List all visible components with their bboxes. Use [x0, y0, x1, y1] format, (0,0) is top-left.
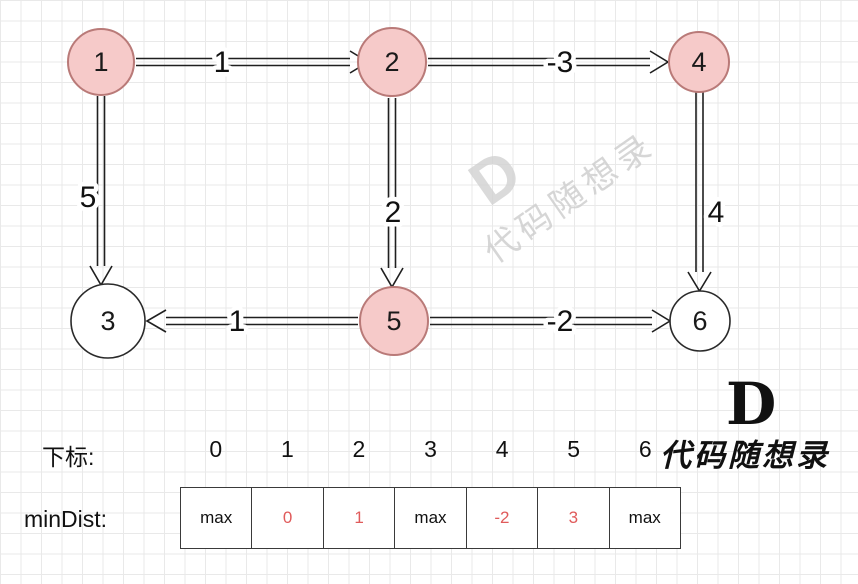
edge-1-2-weight: 1 — [214, 46, 231, 79]
node-2-label: 2 — [384, 47, 399, 77]
index-row-label: 下标: — [42, 444, 95, 470]
node-1: 1 — [67, 28, 135, 96]
edge-2-5-weight: 2 — [385, 196, 402, 229]
node-5: 5 — [359, 286, 429, 356]
edge-1-2: 1 — [136, 42, 370, 84]
arrowhead-right-icon — [649, 50, 670, 74]
arrowhead-left-icon — [145, 309, 167, 333]
arrowhead-down-icon — [380, 267, 404, 289]
node-4: 4 — [668, 31, 730, 93]
mindist-cell-6: max — [628, 508, 661, 527]
mindist-row-label: minDist: — [24, 506, 108, 532]
edge-5-3: 1 — [145, 301, 358, 343]
index-value: 5 — [567, 436, 581, 462]
edge-4-6-weight: 4 — [708, 196, 725, 229]
index-value: 2 — [352, 436, 366, 462]
edge-5-6: -2 — [430, 301, 672, 343]
node-3-label: 3 — [100, 306, 115, 336]
edge-5-3-weight: 1 — [229, 305, 246, 338]
node-1-label: 1 — [93, 47, 108, 77]
watermark-d-logo: D — [457, 137, 533, 219]
brand-name: 代码随想录 — [660, 438, 830, 474]
node-6-label: 6 — [692, 306, 707, 336]
node-2: 2 — [357, 27, 427, 97]
index-value: 4 — [495, 436, 509, 462]
edge-2-4-weight: -3 — [547, 46, 574, 79]
node-4-label: 4 — [691, 47, 706, 77]
edge-4-6: 4 — [687, 92, 729, 293]
index-row: 0 1 2 3 4 5 6 — [180, 436, 681, 463]
index-value: 0 — [209, 436, 223, 462]
index-value: 1 — [280, 436, 294, 462]
arrowhead-down-icon — [687, 271, 712, 293]
arrowhead-down-icon — [89, 265, 113, 287]
mindist-array: max 0 1 max -2 3 max — [180, 487, 681, 549]
node-3: 3 — [70, 283, 146, 359]
node-6: 6 — [669, 290, 731, 352]
edge-5-6-weight: -2 — [547, 305, 574, 338]
edge-1-3-weight: 5 — [80, 181, 97, 214]
index-value: 3 — [424, 436, 437, 462]
mindist-cell-4: -2 — [467, 488, 539, 548]
node-5-label: 5 — [386, 306, 401, 336]
mindist-cell-1: 0 — [252, 488, 324, 548]
edge-1-3: 5 — [75, 96, 113, 287]
edge-2-5: 2 — [380, 98, 406, 289]
center-watermark: D 代码随想录 — [457, 125, 663, 271]
mindist-cell-5: 3 — [538, 488, 610, 548]
edge-2-4: -3 — [428, 42, 670, 84]
mindist-cell-0: max — [181, 488, 253, 548]
index-value: 6 — [638, 436, 652, 462]
mindist-cell-3: max — [395, 488, 467, 548]
brand-d-logo: D — [726, 370, 777, 438]
arrowhead-right-icon — [651, 309, 672, 333]
mindist-cell-2: 1 — [324, 488, 396, 548]
